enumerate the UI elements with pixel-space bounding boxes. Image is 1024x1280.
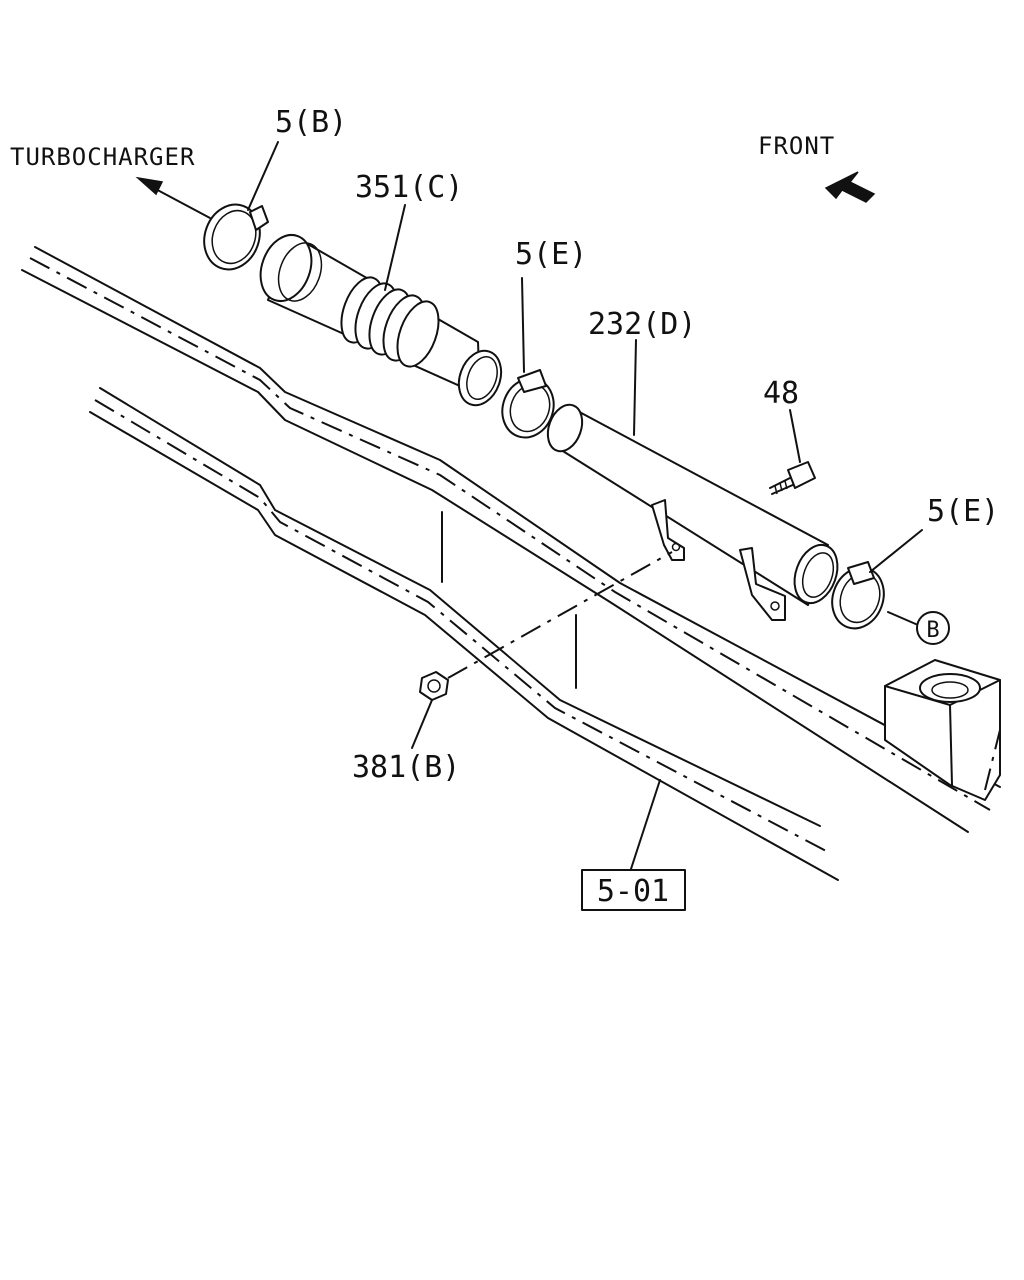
frame-rail-upper xyxy=(21,246,1001,833)
pipe-232d-label: 232(D) xyxy=(588,307,696,342)
reference-box-5-01: 5-01 xyxy=(581,869,686,911)
turbocharger-label: TURBOCHARGER xyxy=(10,143,195,171)
cross-member-block xyxy=(884,659,1001,801)
clamp-5b-label: 5(B) xyxy=(275,105,347,140)
clamp-5e-lower xyxy=(831,561,885,630)
pipe-232d xyxy=(546,403,839,621)
clamp-5e-lower-label: 5(E) xyxy=(927,494,999,529)
hose-bellows xyxy=(340,276,440,368)
circle-b-label: B xyxy=(926,618,939,643)
bolt-48 xyxy=(769,461,816,495)
circle-b-marker: B xyxy=(916,611,950,645)
clamp-5e-upper xyxy=(501,369,555,439)
nut-381b-label: 381(B) xyxy=(352,750,460,785)
bolt-48-label: 48 xyxy=(763,376,799,411)
front-arrow-icon xyxy=(824,171,876,203)
reference-box-label: 5-01 xyxy=(597,874,669,909)
hose-351c-label: 351(C) xyxy=(355,170,463,205)
clamp-5e-upper-label: 5(E) xyxy=(515,237,587,272)
turbocharger-arrow xyxy=(135,176,211,219)
nut-381b xyxy=(419,671,449,701)
mount-dashed-line xyxy=(447,551,673,679)
leader-lines xyxy=(247,141,923,873)
hose-351c xyxy=(259,234,503,407)
pipe-bracket-right xyxy=(739,547,786,621)
clamp-5b xyxy=(203,203,269,271)
pipe-bracket-left xyxy=(651,499,685,561)
front-label: FRONT xyxy=(758,132,835,160)
frame-rail-lower xyxy=(89,387,839,881)
